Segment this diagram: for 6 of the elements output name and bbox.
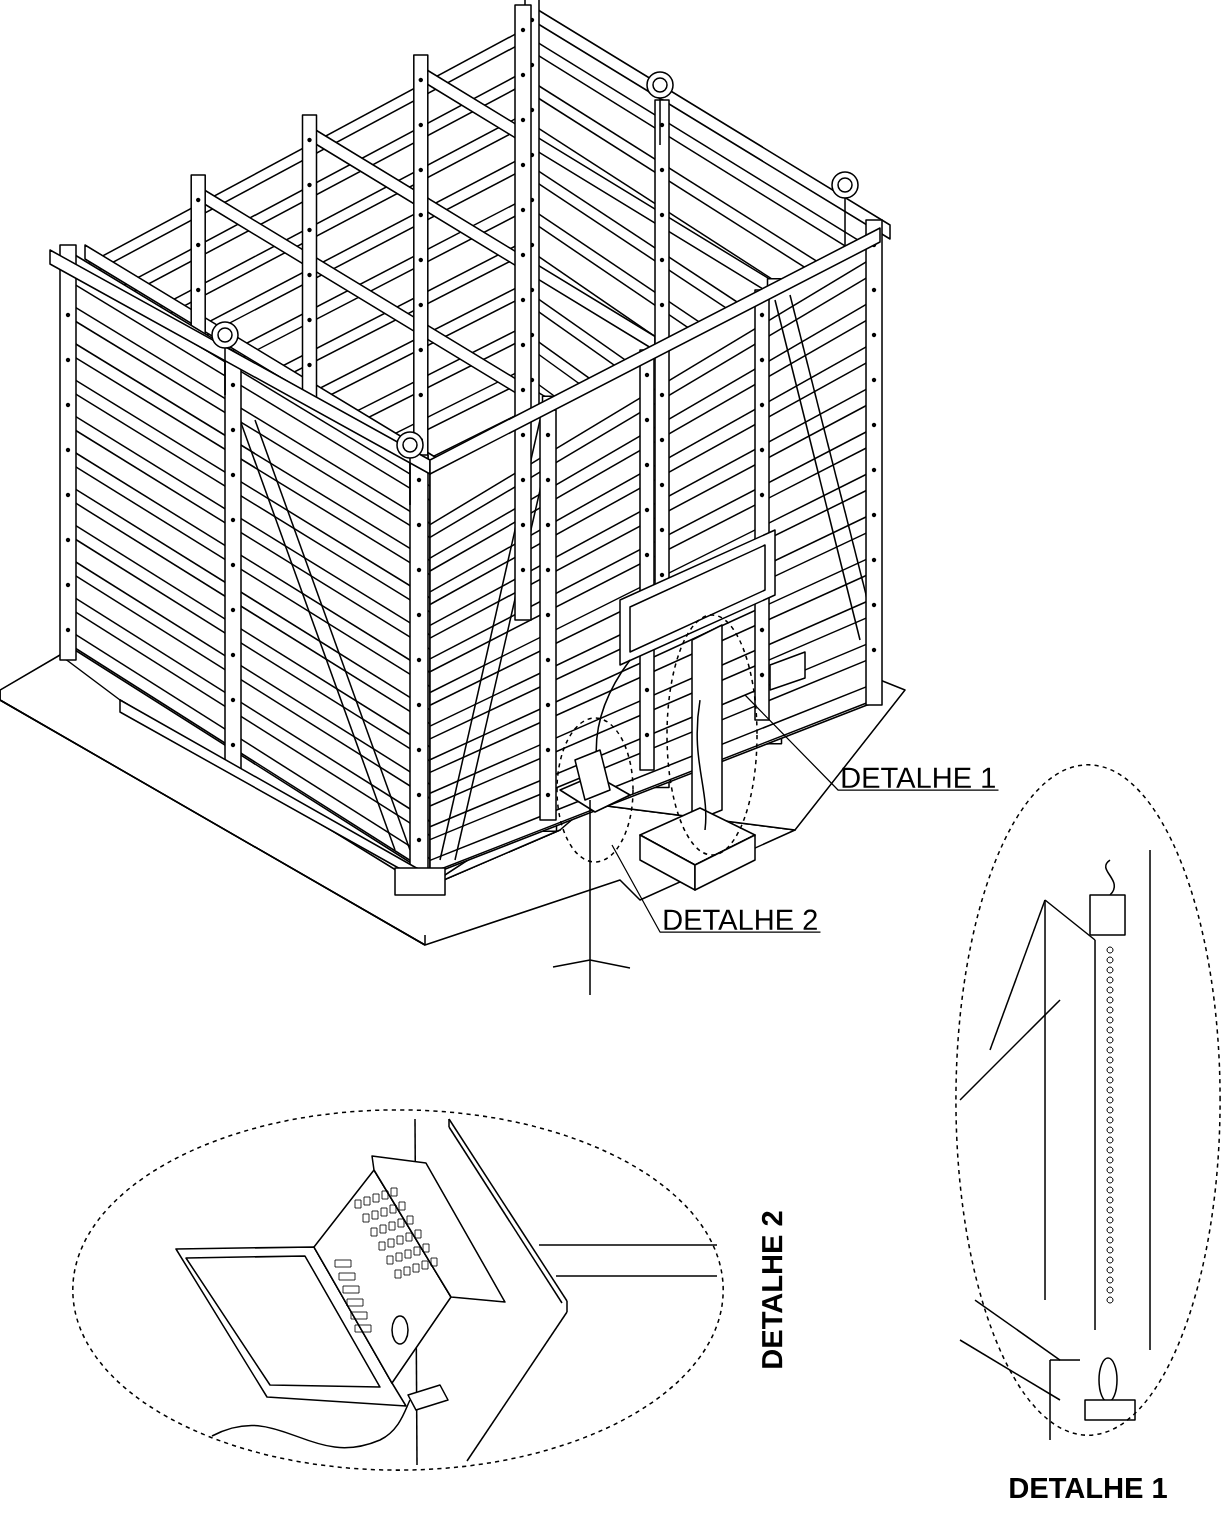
callout-label: DETALHE 1 xyxy=(842,767,995,788)
leader-line xyxy=(611,844,822,933)
detail-caption: DETALHE 1 xyxy=(1010,1478,1167,1498)
detail-caption: DETALHE 2 xyxy=(761,1211,783,1368)
leader-line xyxy=(744,694,1000,791)
callout-label: DETALHE 2 xyxy=(664,909,817,930)
